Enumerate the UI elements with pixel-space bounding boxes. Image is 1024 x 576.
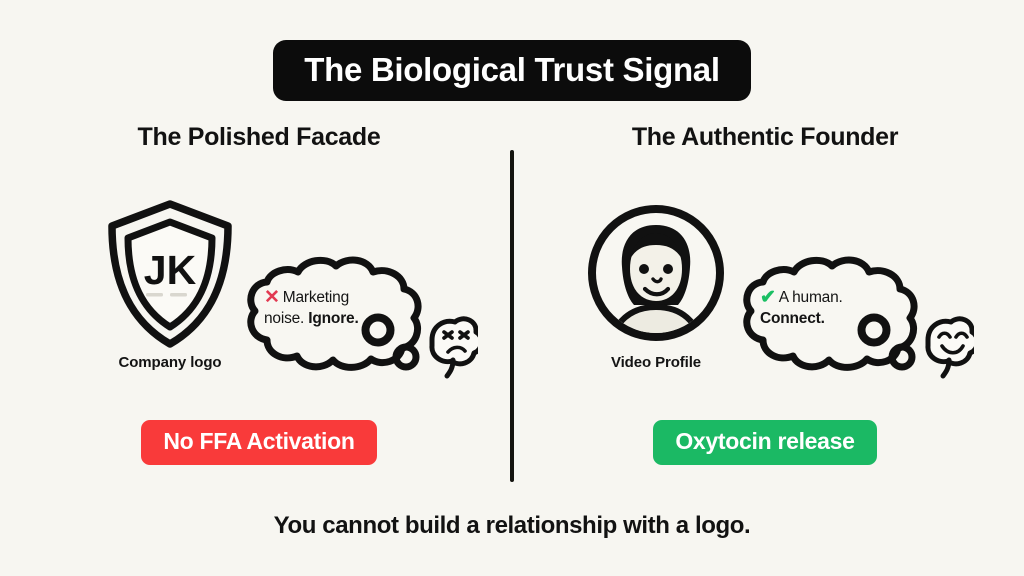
- figure-caption-left: Company logo: [118, 353, 222, 371]
- brain-smiling-icon: [925, 315, 980, 378]
- bubble-line1-right: A human.: [778, 288, 843, 306]
- panel-heading-right: The Authentic Founder: [631, 123, 899, 151]
- panel-polished-facade: The Polished Facade JK Company logo: [24, 123, 494, 465]
- scene-left: JK Company logo ✕Marketing noise. Ignore…: [24, 198, 494, 408]
- panel-heading-left: The Polished Facade: [137, 123, 381, 151]
- status-badge-oxytocin-release: Oxytocin release: [653, 419, 877, 465]
- figure-caption-right: Video Profile: [610, 353, 702, 371]
- panel-authentic-founder: The Authentic Founder: [530, 123, 1000, 465]
- bubble-line2-strong-right: Connect.: [760, 310, 825, 328]
- shield-monogram: JK: [144, 247, 197, 293]
- page-title-container: The Biological Trust Signal: [0, 40, 1024, 101]
- cross-mark-icon: ✕: [264, 286, 280, 308]
- bubble-line1-left: Marketing: [282, 288, 349, 306]
- vertical-divider: [510, 150, 514, 482]
- video-profile-avatar-icon: [586, 198, 726, 350]
- page-title: The Biological Trust Signal: [273, 40, 751, 101]
- brain-frowning-icon: [429, 315, 484, 378]
- badge-row-right: Oxytocin release: [530, 419, 1000, 465]
- bubble-line2-plain-left: noise.: [264, 310, 305, 328]
- thought-bubble-text-right: ✔A human. Connect.: [760, 286, 904, 329]
- bubble-line2-strong-left: Ignore.: [308, 310, 359, 328]
- check-mark-icon: ✔: [760, 286, 776, 308]
- thought-trail-right: [856, 310, 980, 387]
- badge-row-left: No FFA Activation: [24, 419, 494, 465]
- scene-right: Video Profile ✔A human. Connect.: [530, 198, 1000, 408]
- figure-company-logo: JK Company logo: [100, 198, 240, 371]
- shield-logo-icon: JK: [100, 198, 240, 350]
- footer-caption: You cannot build a relationship with a l…: [273, 512, 751, 539]
- thought-trail-left: [360, 310, 484, 387]
- thought-bubble-text-left: ✕Marketing noise. Ignore.: [264, 286, 408, 329]
- status-badge-no-ffa-activation: No FFA Activation: [141, 419, 377, 465]
- figure-video-profile: Video Profile: [586, 198, 726, 371]
